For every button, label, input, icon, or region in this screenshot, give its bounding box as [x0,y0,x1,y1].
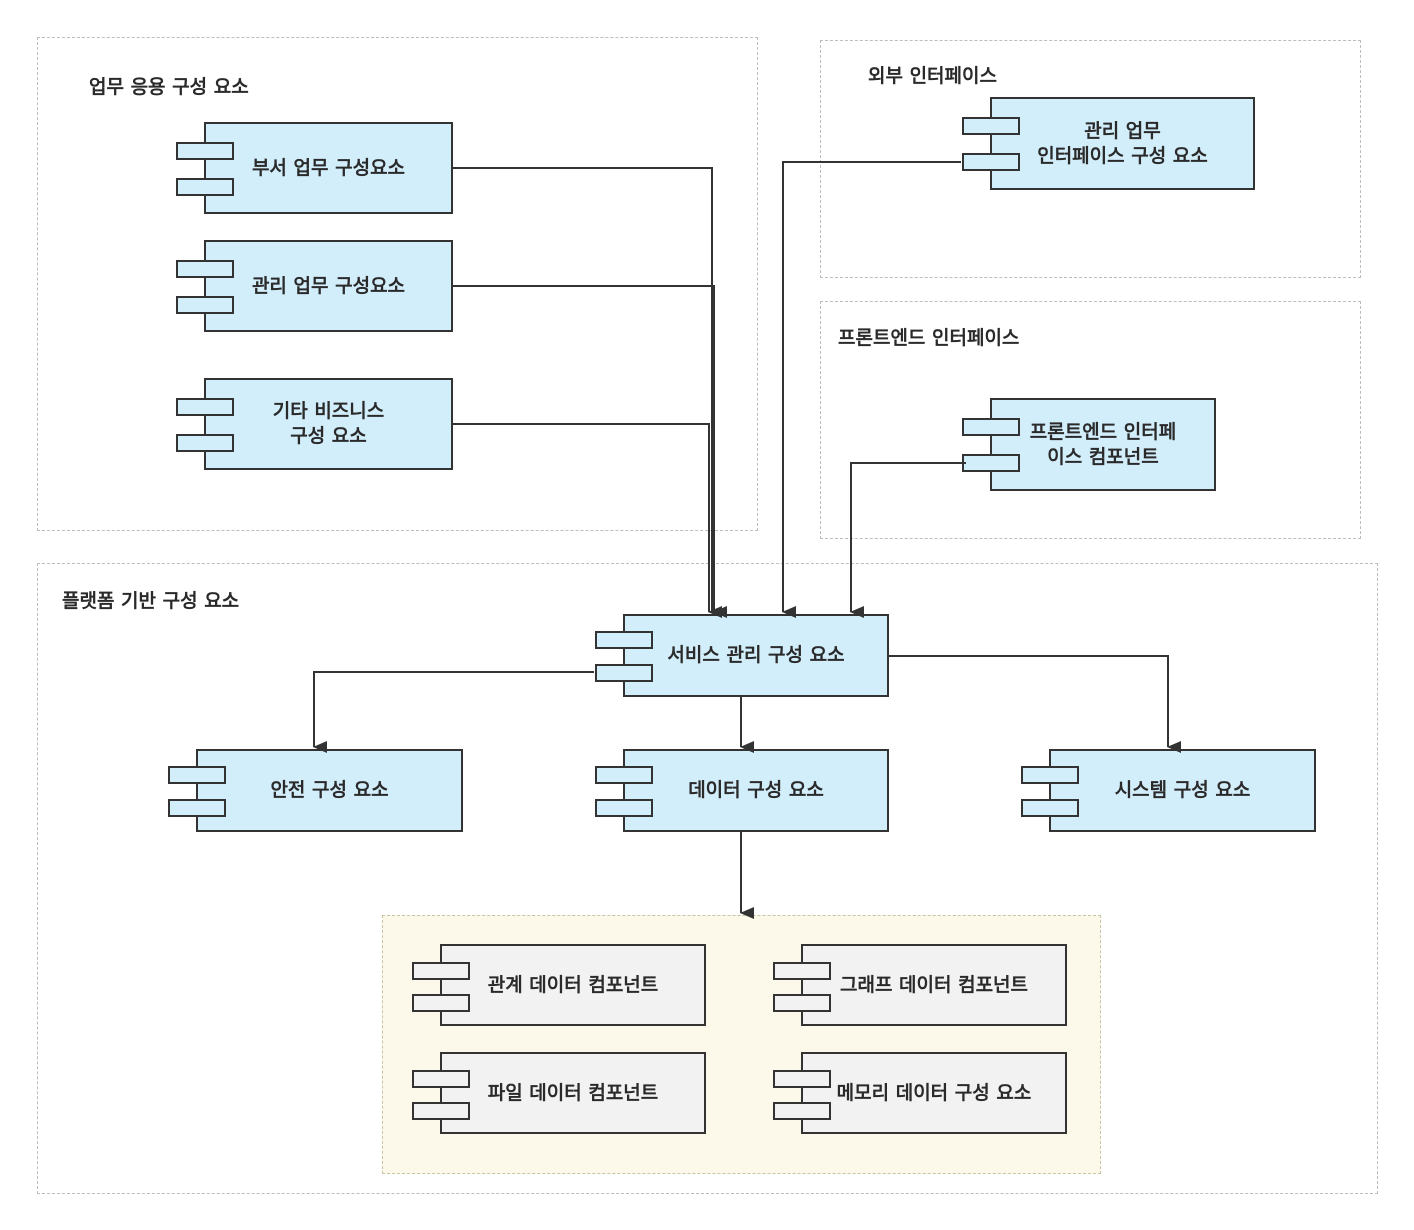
graph-data-label: 그래프 데이터 컴포넌트 [839,973,1029,996]
dept-business-label: 부서 업무 구성요소 [251,156,406,179]
file-data-label: 파일 데이터 컴포넌트 [487,1081,659,1104]
component-port-icon [168,799,226,817]
dept-business-component[interactable]: 부서 업무 구성요소 [176,122,453,214]
component-port-icon [773,994,831,1012]
service-mgmt-component[interactable]: 서비스 관리 구성 요소 [595,614,889,697]
component-port-icon [412,1102,470,1120]
component-port-icon [773,1102,831,1120]
system-label: 시스템 구성 요소 [1114,779,1251,802]
component-port-icon [595,799,653,817]
data-label: 데이터 구성 요소 [688,779,824,802]
frontend-interface-label: 프론트엔드 인터페 이스 컴포넌트 [1029,420,1177,468]
data-component[interactable]: 데이터 구성 요소 [595,749,889,832]
relational-data-label: 관계 데이터 컴포넌트 [487,973,659,996]
graph-data-component[interactable]: 그래프 데이터 컴포넌트 [773,944,1067,1026]
external-interface-group-label: 외부 인터페이스 [868,65,997,87]
service-mgmt-label: 서비스 관리 구성 요소 [667,644,845,667]
component-port-icon [176,398,234,416]
component-port-icon [595,664,653,682]
component-port-icon [773,962,831,980]
component-port-icon [176,142,234,160]
component-port-icon [412,994,470,1012]
component-port-icon [1021,799,1079,817]
component-port-icon [1021,766,1079,784]
admin-interface-component[interactable]: 관리 업무 인터페이스 구성 요소 [962,97,1255,190]
other-business-label: 기타 비즈니스 구성 요소 [272,400,385,447]
component-port-icon [595,766,653,784]
frontend-interface-component[interactable]: 프론트엔드 인터페 이스 컴포넌트 [962,398,1216,491]
other-business-component[interactable]: 기타 비즈니스 구성 요소 [176,378,453,470]
component-port-icon [412,1070,470,1088]
system-component[interactable]: 시스템 구성 요소 [1021,749,1316,832]
component-port-icon [412,962,470,980]
component-port-icon [176,260,234,278]
component-port-icon [962,117,1020,135]
business-group-label: 업무 응용 구성 요소 [89,76,249,98]
business-group: 업무 응용 구성 요소 [37,37,758,531]
component-port-icon [962,153,1020,171]
component-port-icon [595,631,653,649]
admin-business-component[interactable]: 관리 업무 구성요소 [176,240,453,332]
file-data-component[interactable]: 파일 데이터 컴포넌트 [412,1052,706,1134]
component-port-icon [962,454,1020,472]
relational-data-component[interactable]: 관계 데이터 컴포넌트 [412,944,706,1026]
external-interface-group: 외부 인터페이스 [820,40,1361,278]
admin-interface-label: 관리 업무 인터페이스 구성 요소 [1037,119,1208,167]
component-port-icon [773,1070,831,1088]
admin-business-label: 관리 업무 구성요소 [251,274,406,297]
memory-data-component[interactable]: 메모리 데이터 구성 요소 [773,1052,1067,1134]
security-component[interactable]: 안전 구성 요소 [168,749,463,832]
component-port-icon [176,296,234,314]
memory-data-label: 메모리 데이터 구성 요소 [836,1081,1032,1104]
component-port-icon [176,178,234,196]
security-label: 안전 구성 요소 [270,779,389,802]
component-port-icon [168,766,226,784]
frontend-interface-group-label: 프론트엔드 인터페이스 [838,327,1020,349]
component-port-icon [962,418,1020,436]
platform-group-label: 플랫폼 기반 구성 요소 [62,590,240,612]
component-port-icon [176,434,234,452]
